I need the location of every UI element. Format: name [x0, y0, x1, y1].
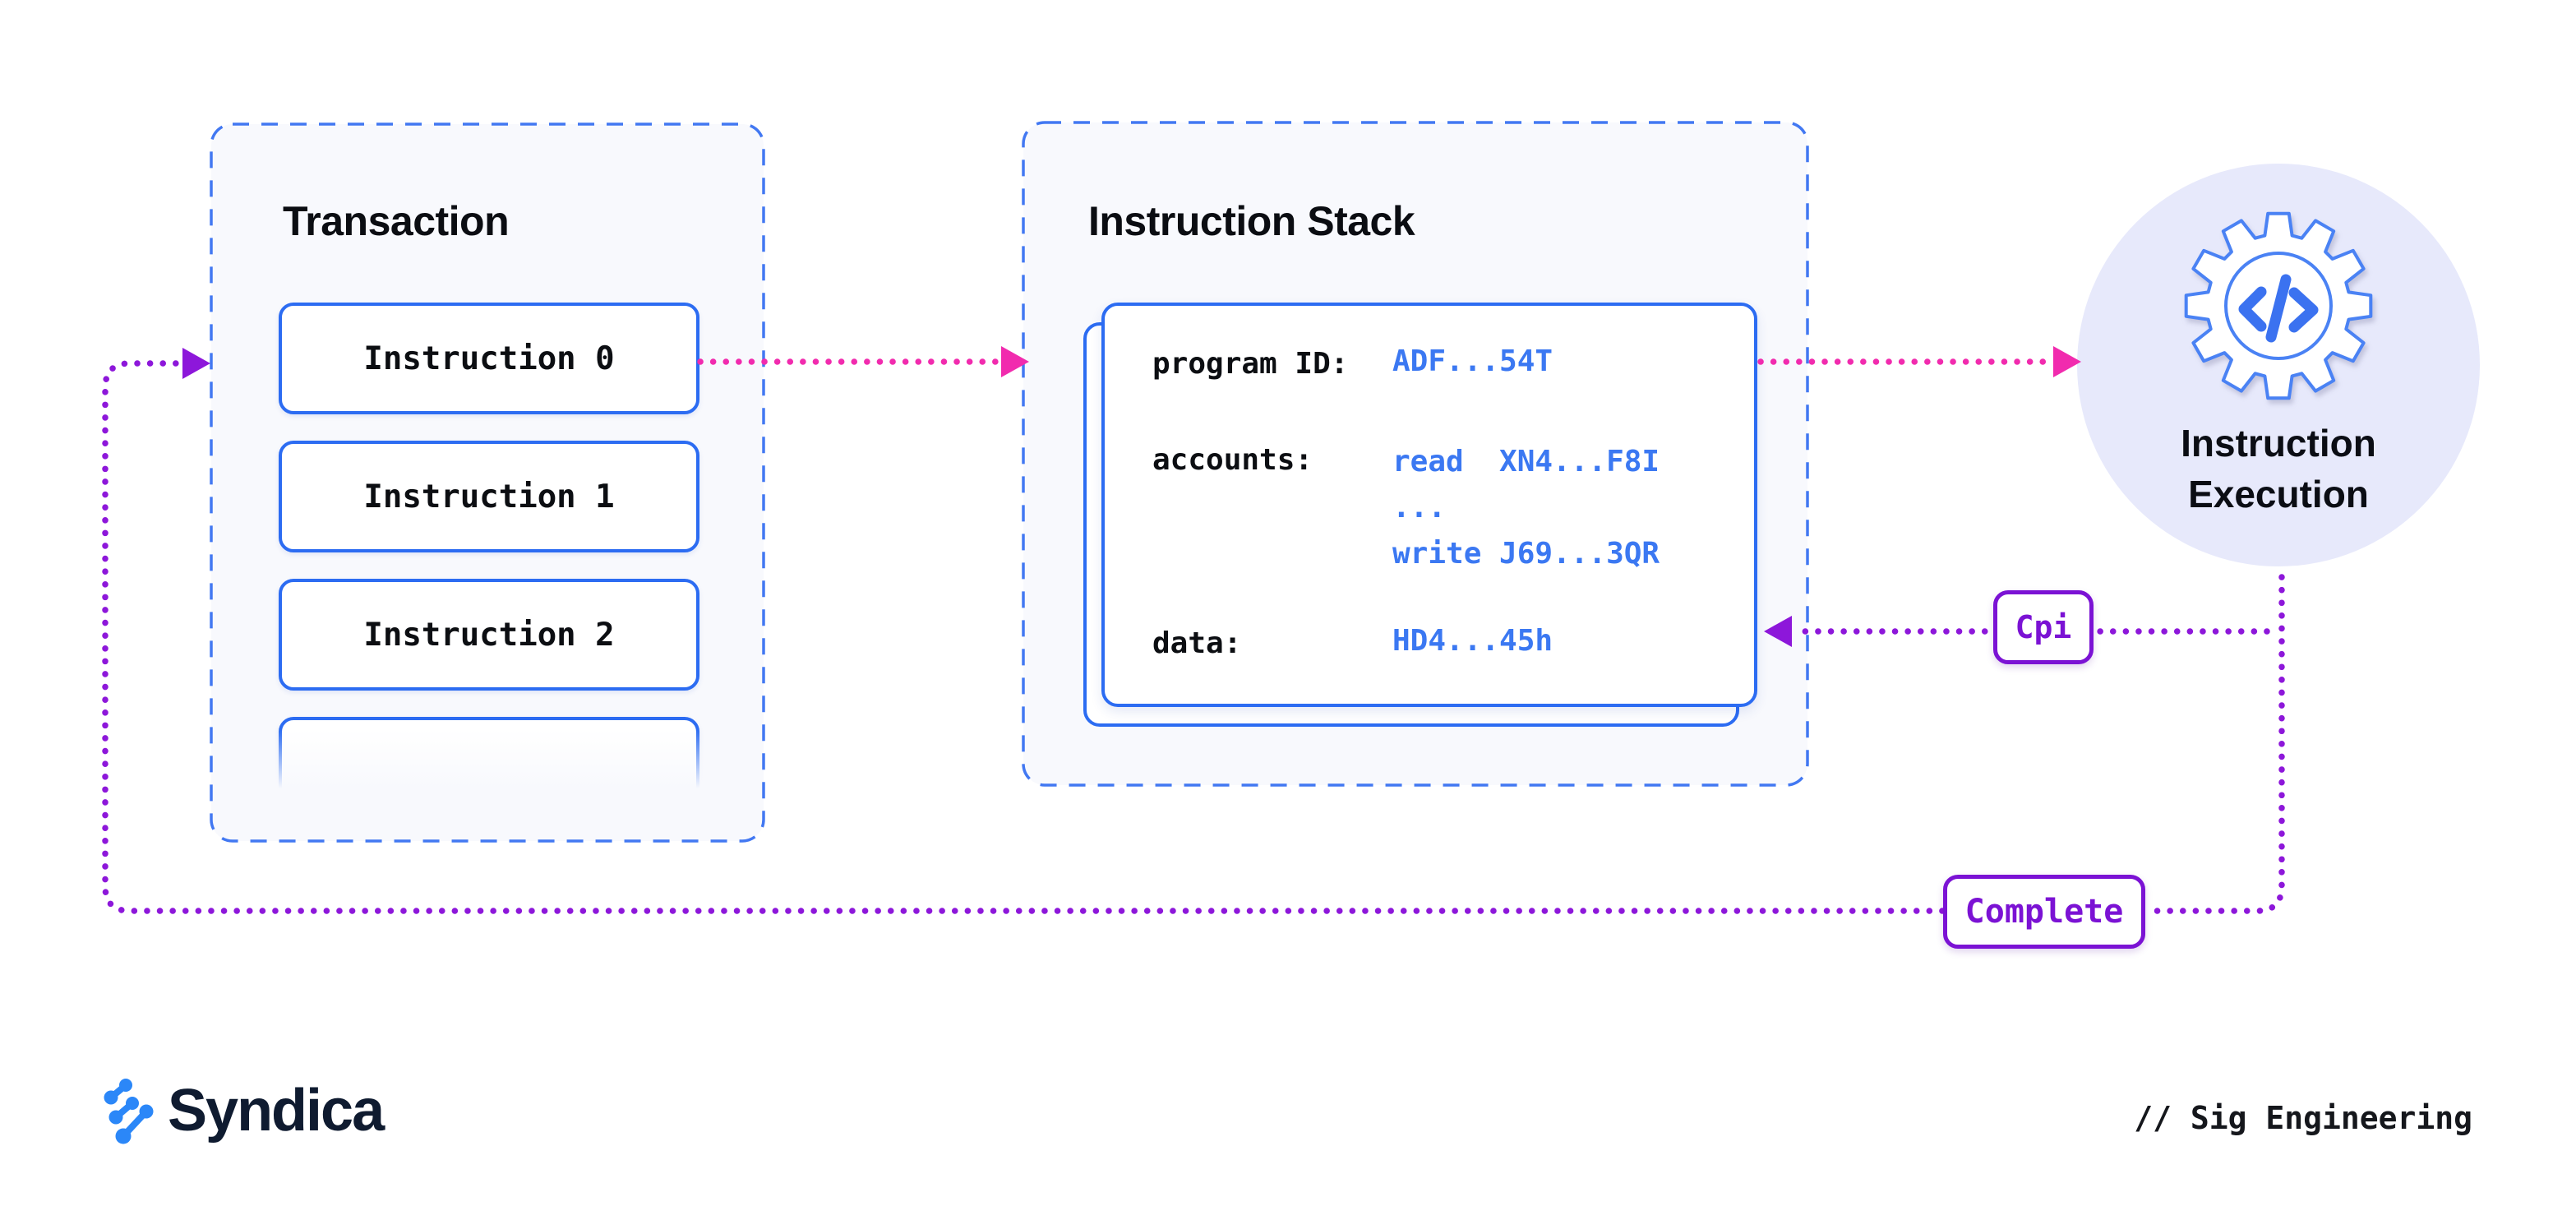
arrowhead-complete-to-transaction: [182, 348, 210, 379]
sig-engineering-credit: // Sig Engineering: [2134, 1100, 2472, 1136]
cpi-badge-label: Cpi: [2015, 609, 2072, 645]
instruction-box-2: Instruction 2: [279, 579, 699, 691]
accounts-value: read XN4...F8I ... write J69...3QR: [1392, 445, 1660, 571]
accounts-label: accounts:: [1152, 443, 1313, 477]
instruction-list-fade: [215, 729, 759, 837]
execution-label-line1: Instruction: [2181, 422, 2376, 464]
execution-label-line2: Execution: [2188, 473, 2369, 515]
transaction-panel: Transaction Instruction 0 Instruction 1 …: [211, 124, 764, 841]
instruction-stack-title: Instruction Stack: [1088, 198, 1415, 244]
line-execution-down-to-complete: [2144, 574, 2285, 914]
cpi-badge: Cpi: [1993, 590, 2094, 664]
complete-badge: Complete: [1943, 875, 2145, 949]
data-value: HD4...45h: [1392, 624, 1553, 658]
stack-card: program ID: ADF...54T accounts: read XN4…: [1101, 303, 1757, 707]
instruction-box-0: Instruction 0: [279, 303, 699, 414]
syndica-logo-icon: [104, 1079, 154, 1144]
program-id-label: program ID:: [1152, 347, 1349, 381]
instruction-box-1: Instruction 1: [279, 441, 699, 552]
transaction-panel-title: Transaction: [283, 198, 510, 244]
complete-badge-label: Complete: [1964, 893, 2124, 931]
program-id-value: ADF...54T: [1392, 344, 1553, 378]
syndica-logo: Syndica: [104, 1077, 385, 1144]
data-label: data:: [1152, 626, 1242, 660]
code-glyph-icon: [2238, 274, 2319, 343]
gear-code-icon: [2184, 211, 2373, 400]
syndica-wordmark: Syndica: [168, 1078, 385, 1144]
